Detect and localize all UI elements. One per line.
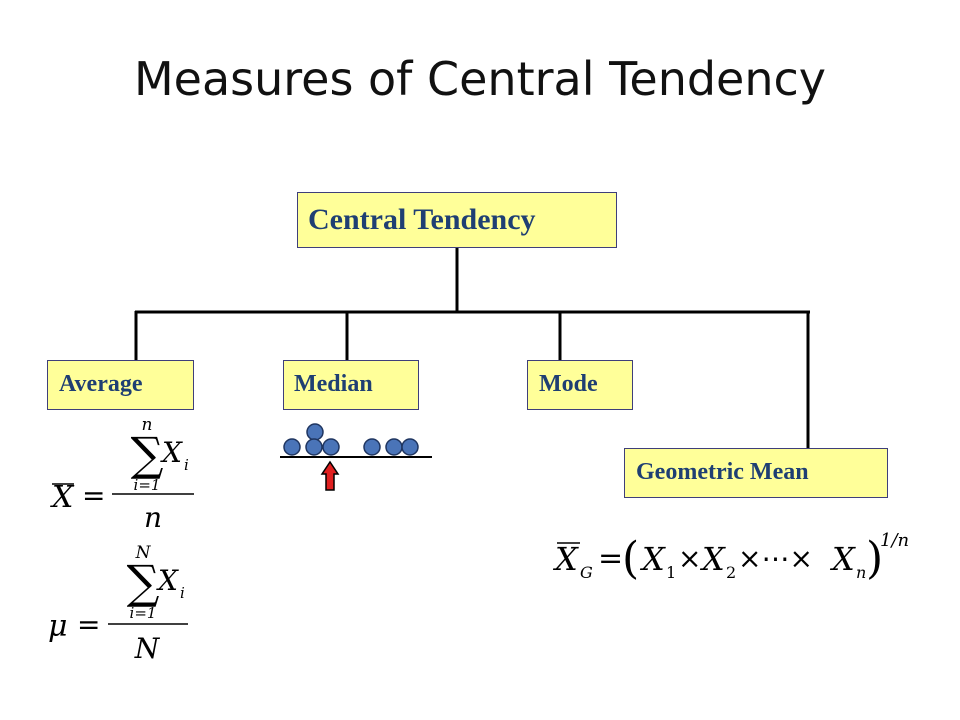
sample-mean-equals: = [82,479,105,512]
sample-mean-lhs: X [50,480,75,515]
population-mean-upper: N [135,543,152,563]
population-mean-term-sub: i [180,584,185,602]
geo-times2: ×⋯× [738,542,813,575]
average-box: Average [47,360,194,410]
sample-mean-term: X [160,436,183,469]
geo-lhs-sub: G [580,563,593,582]
geo-equals: = [598,541,623,576]
population-mean-lhs: μ [48,609,68,644]
geo-exponent: 1/n [880,530,909,551]
geo-x1-sub: 1 [666,563,676,582]
page-title: Measures of Central Tendency [133,52,827,106]
median-dots [283,423,419,456]
dot [322,438,340,456]
geo-xn-sub: n [856,563,866,582]
median-box: Median [283,360,419,410]
dot [305,438,323,456]
population-mean-denominator: N [134,632,161,665]
sample-mean-formula: X = n ∑ i=1 X i n [50,415,194,534]
dot [363,438,381,456]
geo-x2: X [699,540,726,578]
geometric-mean-formula: X G = ( X 1 × X 2 ×⋯× X n ) 1/n [552,530,909,584]
sample-mean-sigma: ∑ [131,427,164,481]
geo-x1: X [639,540,666,578]
dot [283,438,301,456]
sample-mean-term-sub: i [184,456,189,474]
geometric-mean-box: Geometric Mean [624,448,888,498]
geo-x2-sub: 2 [726,563,736,582]
geo-lhs: X [552,540,579,578]
geo-rparen: ) [866,533,883,584]
geo-xn: X [829,540,856,578]
median-arrow-icon [320,460,340,491]
dot [401,438,419,456]
population-mean-term: X [156,564,179,597]
geo-times1: × [678,542,701,575]
population-mean-formula: μ = N ∑ i=1 X i N [48,543,188,665]
geo-lparen: ( [622,533,639,584]
population-mean-lower: i=1 [130,604,157,622]
sample-mean-denominator: n [144,501,162,534]
population-mean-sigma: ∑ [127,555,160,609]
central-tendency-box: Central Tendency [297,192,617,248]
mode-box: Mode [527,360,633,410]
sample-mean-upper: n [142,415,153,435]
population-mean-equals: = [77,608,100,641]
sample-mean-lower: i=1 [134,476,161,494]
